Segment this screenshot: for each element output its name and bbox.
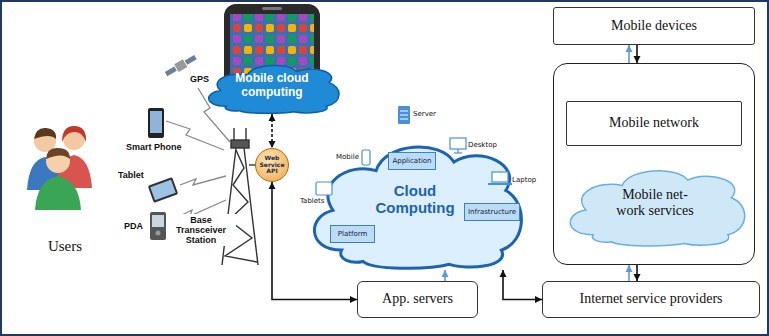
server-icon — [398, 106, 410, 124]
connector — [269, 114, 276, 148]
node-text: Platform — [338, 230, 368, 238]
node-text: Mobile cloud computing — [222, 72, 322, 100]
label-text: Laptop — [512, 176, 536, 184]
node-text: Cloud Computing — [370, 182, 460, 217]
label-text: Desktop — [468, 141, 497, 149]
node-text: Infrastructure — [468, 208, 516, 216]
label-text: Tablet — [118, 170, 144, 180]
group-box: Mobile networkMobile net-work services — [553, 63, 755, 265]
mobile-icon — [362, 150, 370, 165]
label-text: Tablets — [300, 197, 325, 205]
label-text: GPS — [190, 74, 209, 84]
process-box: Mobile devices — [553, 7, 755, 45]
arrow-head — [269, 182, 276, 189]
arrow-head — [634, 56, 641, 63]
process-box: App. servers — [357, 281, 478, 318]
arrow-head — [269, 114, 276, 121]
layer-box: Infrastructure — [464, 203, 520, 221]
tablet-icon — [148, 177, 179, 203]
label-text: Server — [413, 110, 436, 118]
layer-box: Application — [388, 152, 436, 170]
arrow-head — [442, 270, 449, 277]
node-text: Application — [392, 157, 431, 165]
users-icon — [27, 126, 92, 210]
arrow-head — [269, 141, 276, 148]
label-text: Smart Phone — [126, 142, 182, 152]
wireless-links — [166, 88, 230, 222]
node-text: Mobile devices — [611, 18, 697, 34]
label-text: PDA — [124, 221, 143, 231]
arrow-head — [500, 270, 507, 277]
cloud-node: Cloud Computing ApplicationPlatform Infras… — [307, 128, 523, 270]
label-text: Users — [30, 238, 100, 255]
pda-icon — [150, 212, 166, 240]
tablet-small-icon — [316, 182, 332, 195]
node-text: Web Service API — [258, 155, 286, 176]
node-text: Mobile net-work services — [609, 187, 701, 219]
connector — [500, 270, 543, 303]
arrow-head — [634, 274, 641, 281]
arrow-head — [350, 296, 357, 303]
desktop-icon — [450, 138, 466, 153]
process-box: Mobile network — [566, 101, 742, 146]
arrow-head — [626, 45, 633, 52]
label-text: Base Transceiver Station — [166, 214, 236, 246]
cloud-node: Mobile net-work services — [564, 159, 746, 247]
node-text: Internet service providers — [579, 291, 722, 307]
label-text: Mobile — [336, 153, 359, 161]
arrow-head — [535, 296, 542, 303]
node-text: App. servers — [382, 291, 453, 307]
connector — [442, 270, 449, 281]
layer-box: Platform — [330, 225, 375, 243]
connector-line — [503, 270, 542, 300]
connector — [626, 265, 633, 281]
process-box: Internet service providers — [542, 281, 760, 318]
connector — [634, 45, 641, 63]
smartphone-icon — [148, 108, 164, 138]
connector — [634, 265, 641, 281]
connector — [626, 45, 633, 63]
arrow-head — [626, 265, 633, 272]
cloud-node: Mobile cloud computing — [204, 58, 340, 114]
laptop-icon — [488, 172, 512, 184]
node-text: Mobile network — [609, 115, 699, 131]
api-node: Web Service API — [255, 148, 289, 182]
